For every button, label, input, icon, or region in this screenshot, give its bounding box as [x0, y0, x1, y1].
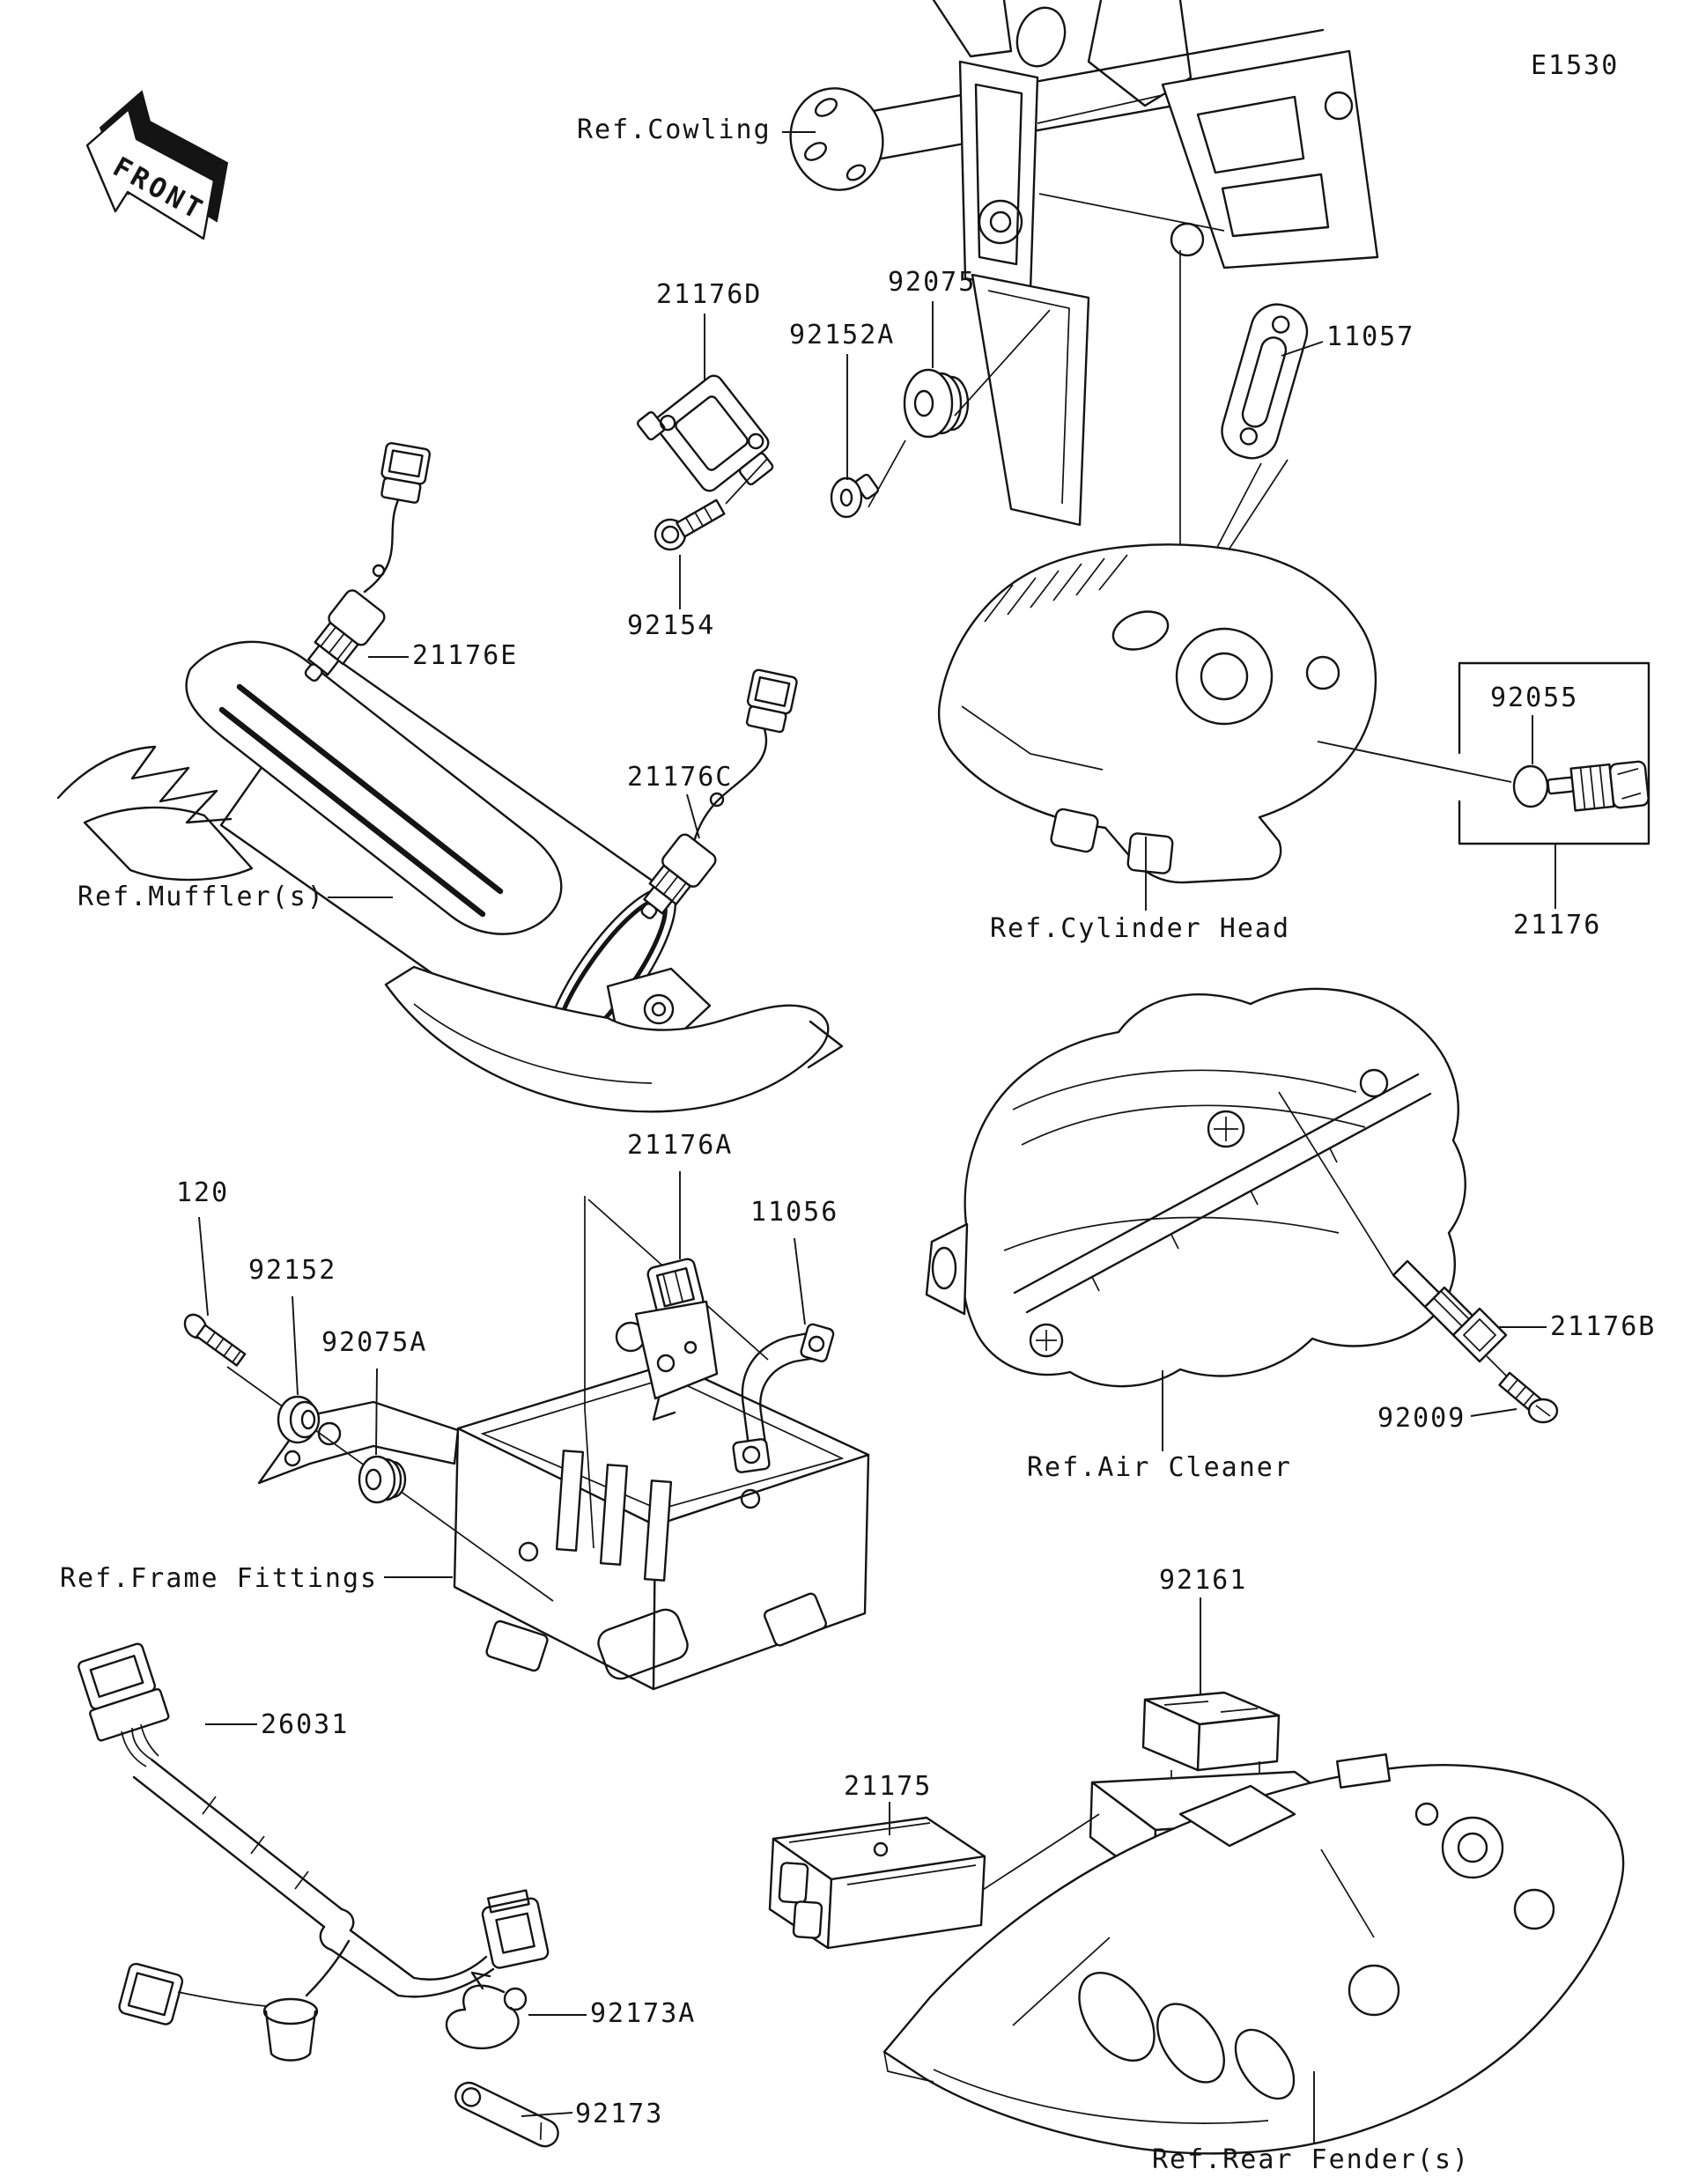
callout-92154: 92154 — [627, 610, 716, 641]
callout-92075: 92075 — [888, 267, 977, 298]
sensor-21176B-drawing — [1278, 1091, 1547, 1363]
cowling-stay-drawing — [782, 0, 1379, 615]
ref-label-air-cleaner: Ref.Air Cleaner — [1027, 1452, 1292, 1483]
frame-fittings-tray-drawing — [257, 1361, 870, 1691]
strap-92173-drawing — [454, 2081, 573, 2148]
ref-label-frame-fittings: Ref.Frame Fittings — [60, 1563, 379, 1594]
air-cleaner-drawing — [925, 987, 1466, 1451]
bolt-92154-drawing — [654, 457, 769, 609]
ref-label-rear-fender: Ref.Rear Fender(s) — [1152, 2144, 1471, 2175]
sensor-21176C-drawing — [640, 668, 798, 919]
rear-fender-drawing — [882, 1753, 1625, 2155]
callout-92055: 92055 — [1490, 682, 1579, 713]
bracket-11056-drawing — [732, 1237, 835, 1473]
callout-21176B: 21176B — [1550, 1311, 1657, 1342]
harness-26031-drawing — [78, 1642, 550, 2062]
callout-21176E: 21176E — [412, 640, 519, 671]
callout-21176A: 21176A — [627, 1130, 734, 1161]
fastener-cluster-drawing — [183, 1216, 554, 1602]
callout-120: 120 — [176, 1177, 230, 1208]
screw-92009-drawing — [1470, 1355, 1559, 1424]
callout-26031: 26031 — [261, 1709, 350, 1740]
callout-21175: 21175 — [844, 1771, 933, 1802]
callout-11057: 11057 — [1326, 321, 1415, 352]
clamp-92173A-drawing — [445, 1971, 587, 2050]
sensor-21176D-drawing — [636, 314, 774, 492]
muffler-drawing — [56, 640, 844, 1113]
ref-label-cowling: Ref.Cowling — [577, 114, 772, 145]
callout-92173: 92173 — [575, 2099, 664, 2129]
ref-label-cylinder-head: Ref.Cylinder Head — [990, 913, 1291, 944]
diagram-code: E1530 — [1531, 50, 1620, 81]
callout-21176C: 21176C — [627, 762, 734, 793]
callout-11056: 11056 — [750, 1197, 839, 1228]
sensor-21176-detail-box — [1458, 661, 1650, 909]
callout-92173A: 92173A — [590, 1998, 697, 2029]
front-arrow-icon: FRONT — [85, 90, 229, 240]
grommet-92075-drawing — [903, 301, 1051, 439]
callout-92009: 92009 — [1377, 1403, 1466, 1434]
callout-21176: 21176 — [1513, 910, 1602, 941]
ref-label-muffler: Ref.Muffler(s) — [78, 882, 325, 912]
callout-92152: 92152 — [248, 1255, 337, 1286]
callout-92152A: 92152A — [789, 320, 896, 350]
callout-92075A: 92075A — [321, 1327, 428, 1358]
ecu-21175-drawing — [768, 1802, 986, 1950]
callout-21176D: 21176D — [656, 279, 763, 310]
sensor-21176A-drawing — [584, 1171, 769, 1549]
cylinder-head-drawing — [937, 543, 1512, 911]
sensor-21176E-drawing — [304, 442, 432, 682]
washer-92152A-drawing — [830, 354, 906, 519]
callout-92161: 92161 — [1159, 1565, 1248, 1596]
